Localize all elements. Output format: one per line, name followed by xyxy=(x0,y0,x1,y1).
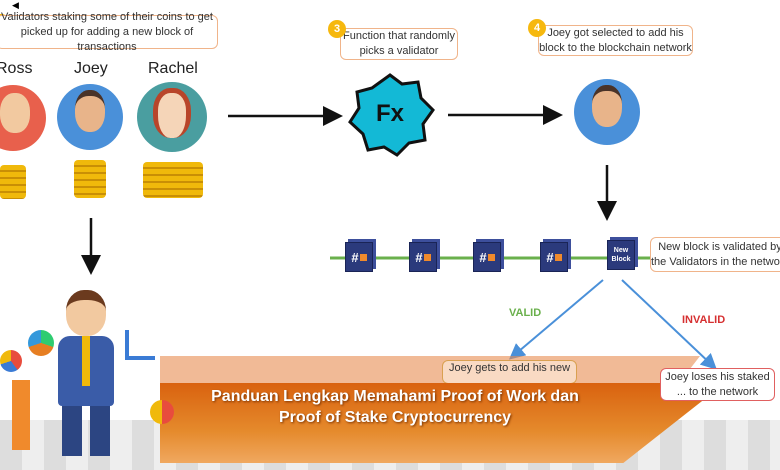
function-icon: Fx xyxy=(375,100,404,127)
title-line-2: Proof of Stake Cryptocurrency xyxy=(278,409,512,426)
businessman-tie xyxy=(82,336,90,386)
block: # xyxy=(409,242,437,272)
validator-name-joey: Joey xyxy=(74,60,108,77)
avatar-face xyxy=(153,88,191,138)
businessman-illustration xyxy=(0,290,175,470)
businessman-head xyxy=(66,290,106,336)
page-title: Panduan Lengkap Memahami Proof of Work d… xyxy=(180,386,610,428)
invalid-label: INVALID xyxy=(682,314,726,326)
fx-badge-shape xyxy=(348,73,435,157)
avatar-joey-selected xyxy=(574,79,640,145)
back-arrow-icon: ◀ xyxy=(12,0,19,10)
validator-name-rachel: Rachel xyxy=(148,60,198,77)
step-text: Validators staking some of their coins t… xyxy=(1,10,213,53)
pie-chart-icon xyxy=(28,330,54,356)
new-block: New Block xyxy=(607,240,635,270)
outcome-box-invalid: Joey loses his staked ... to the network xyxy=(660,368,775,401)
block: # xyxy=(473,242,501,272)
banner-backdrop xyxy=(160,356,700,384)
coins-rachel xyxy=(143,162,203,198)
bar-graphic xyxy=(12,380,30,450)
valid-label: VALID xyxy=(509,307,542,319)
step-badge-4: 4 xyxy=(528,19,546,37)
growth-chart-icon xyxy=(125,330,155,360)
lock-icon xyxy=(423,253,431,261)
hash-symbol: # xyxy=(546,249,554,265)
avatar-joey xyxy=(57,84,123,150)
block: # xyxy=(540,242,568,272)
step-text: Joey got selected to add his block to th… xyxy=(539,26,692,54)
businessman-leg xyxy=(90,406,110,456)
valid-arrow xyxy=(508,279,604,360)
avatar-face xyxy=(0,93,30,133)
businessman-leg xyxy=(62,406,82,456)
step-box-staking: Validators staking some of their coins t… xyxy=(0,11,218,53)
step-box-function: Function that randomly picks a validator xyxy=(340,28,458,60)
avatar-face xyxy=(75,90,105,132)
lock-icon xyxy=(359,253,367,261)
step-text: New block is validated by the Validators… xyxy=(651,240,780,268)
hash-symbol: # xyxy=(415,249,423,265)
avatar-rachel xyxy=(137,82,207,152)
lock-icon xyxy=(554,253,562,261)
step-text: Function that randomly picks a validator xyxy=(343,30,455,57)
outcome-text: Joey loses his staked ... to the network xyxy=(665,370,770,398)
title-banner xyxy=(160,383,725,463)
coins-ross xyxy=(0,165,26,199)
title-line-1: Panduan Lengkap Memahami Proof of Work d… xyxy=(211,388,579,405)
step-box-selected: Joey got selected to add his block to th… xyxy=(538,25,693,56)
outcome-box-valid: Joey gets to add his new xyxy=(442,360,577,384)
hash-symbol: # xyxy=(351,249,359,265)
pie-chart-icon xyxy=(0,350,22,372)
coins-joey xyxy=(74,160,106,198)
avatar-face xyxy=(592,85,622,127)
pie-chart-icon xyxy=(150,400,174,424)
block: # xyxy=(345,242,373,272)
step-box-validated: New block is validated by the Validators… xyxy=(650,237,780,272)
invalid-arrow xyxy=(621,279,717,370)
hash-symbol: # xyxy=(479,249,487,265)
step-badge-3: 3 xyxy=(328,20,346,38)
validator-name-ross: Ross xyxy=(0,60,33,77)
outcome-text: Joey gets to add his new xyxy=(448,362,571,374)
lock-icon xyxy=(487,253,495,261)
